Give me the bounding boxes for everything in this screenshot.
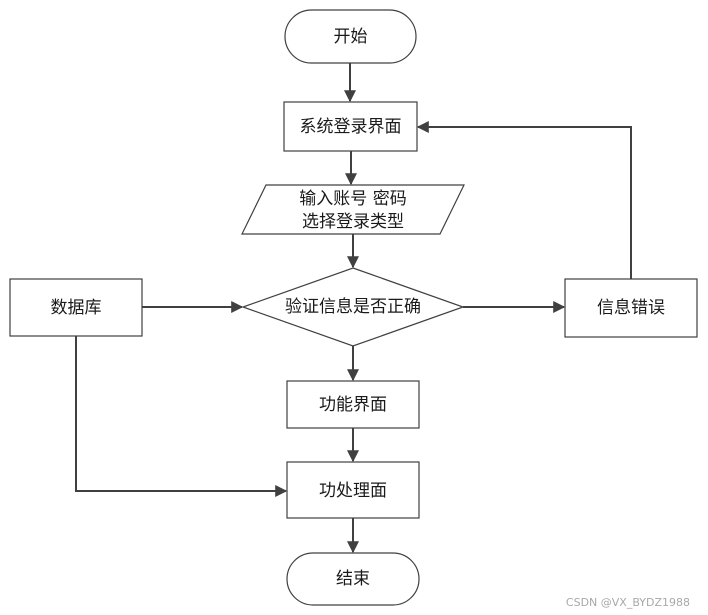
end-label: 结束 xyxy=(336,569,370,589)
watermark: CSDN @VX_BYDZ1988 xyxy=(565,596,690,609)
info-error-label: 信息错误 xyxy=(597,298,665,318)
input-label-line1: 输入账号 密码 xyxy=(299,189,406,209)
database-node: 数据库 xyxy=(9,278,143,337)
function-ui-label: 功能界面 xyxy=(319,395,387,415)
login-ui-node: 系统登录界面 xyxy=(283,101,418,152)
processing-node: 功处理面 xyxy=(286,461,420,519)
database-label: 数据库 xyxy=(51,298,102,318)
info-error-node: 信息错误 xyxy=(564,278,698,338)
end-node: 结束 xyxy=(286,552,420,606)
input-node: 输入账号 密码 选择登录类型 xyxy=(241,184,465,235)
input-label-line2: 选择登录类型 xyxy=(302,212,404,232)
edge-database-to-processing xyxy=(75,336,288,497)
processing-label: 功处理面 xyxy=(319,481,387,501)
verify-decision-node: 验证信息是否正确 xyxy=(241,267,465,347)
login-ui-label: 系统登录界面 xyxy=(300,117,402,137)
verify-label: 验证信息是否正确 xyxy=(285,297,421,317)
start-node: 开始 xyxy=(284,9,417,64)
edge-error-to-login xyxy=(416,121,632,279)
function-ui-node: 功能界面 xyxy=(286,380,420,429)
start-label: 开始 xyxy=(334,27,368,47)
